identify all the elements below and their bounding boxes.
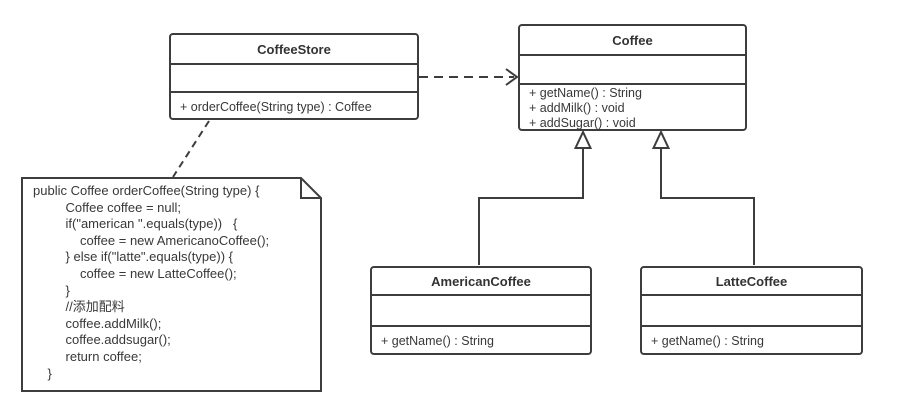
class-name-lattecoffee: LatteCoffee <box>642 268 861 296</box>
class-methods-coffee: + getName() : String + addMilk() : void … <box>520 85 745 130</box>
class-methods-lattecoffee: + getName() : String <box>642 327 861 353</box>
class-box-coffee[interactable]: Coffee + getName() : String + addMilk() … <box>518 24 747 131</box>
class-box-coffeestore[interactable]: CoffeeStore + orderCoffee(String type) :… <box>169 33 419 120</box>
dependency-arrowhead-icon <box>505 68 519 86</box>
class-methods-coffeestore: + orderCoffee(String type) : Coffee <box>171 93 417 118</box>
method-label: + addMilk() : void <box>529 101 625 115</box>
class-methods-americancoffee: + getName() : String <box>372 327 590 353</box>
class-name-americancoffee: AmericanCoffee <box>372 268 590 296</box>
class-attributes-coffeestore <box>171 65 417 93</box>
generalization-line-latte[interactable] <box>660 149 755 265</box>
method-label: + orderCoffee(String type) : Coffee <box>180 100 372 114</box>
note-fold-icon <box>300 178 321 199</box>
generalization-triangle-icon <box>573 129 593 149</box>
method-label: + getName() : String <box>529 86 642 100</box>
method-label: + getName() : String <box>651 334 764 348</box>
class-attributes-lattecoffee <box>642 296 861 327</box>
class-box-americancoffee[interactable]: AmericanCoffee + getName() : String <box>370 266 592 355</box>
generalization-triangle-icon <box>651 129 671 149</box>
generalization-line-american[interactable] <box>478 149 584 265</box>
class-attributes-americancoffee <box>372 296 590 327</box>
note-anchor-line[interactable] <box>172 120 210 178</box>
method-label: + addSugar() : void <box>529 116 636 130</box>
method-label: + getName() : String <box>381 334 494 348</box>
class-name-coffeestore: CoffeeStore <box>171 35 417 65</box>
class-attributes-coffee <box>520 56 745 85</box>
note-code-text: public Coffee orderCoffee(String type) {… <box>33 183 270 381</box>
note-shape[interactable] <box>21 177 322 392</box>
class-box-lattecoffee[interactable]: LatteCoffee + getName() : String <box>640 266 863 355</box>
class-name-coffee: Coffee <box>520 26 745 56</box>
